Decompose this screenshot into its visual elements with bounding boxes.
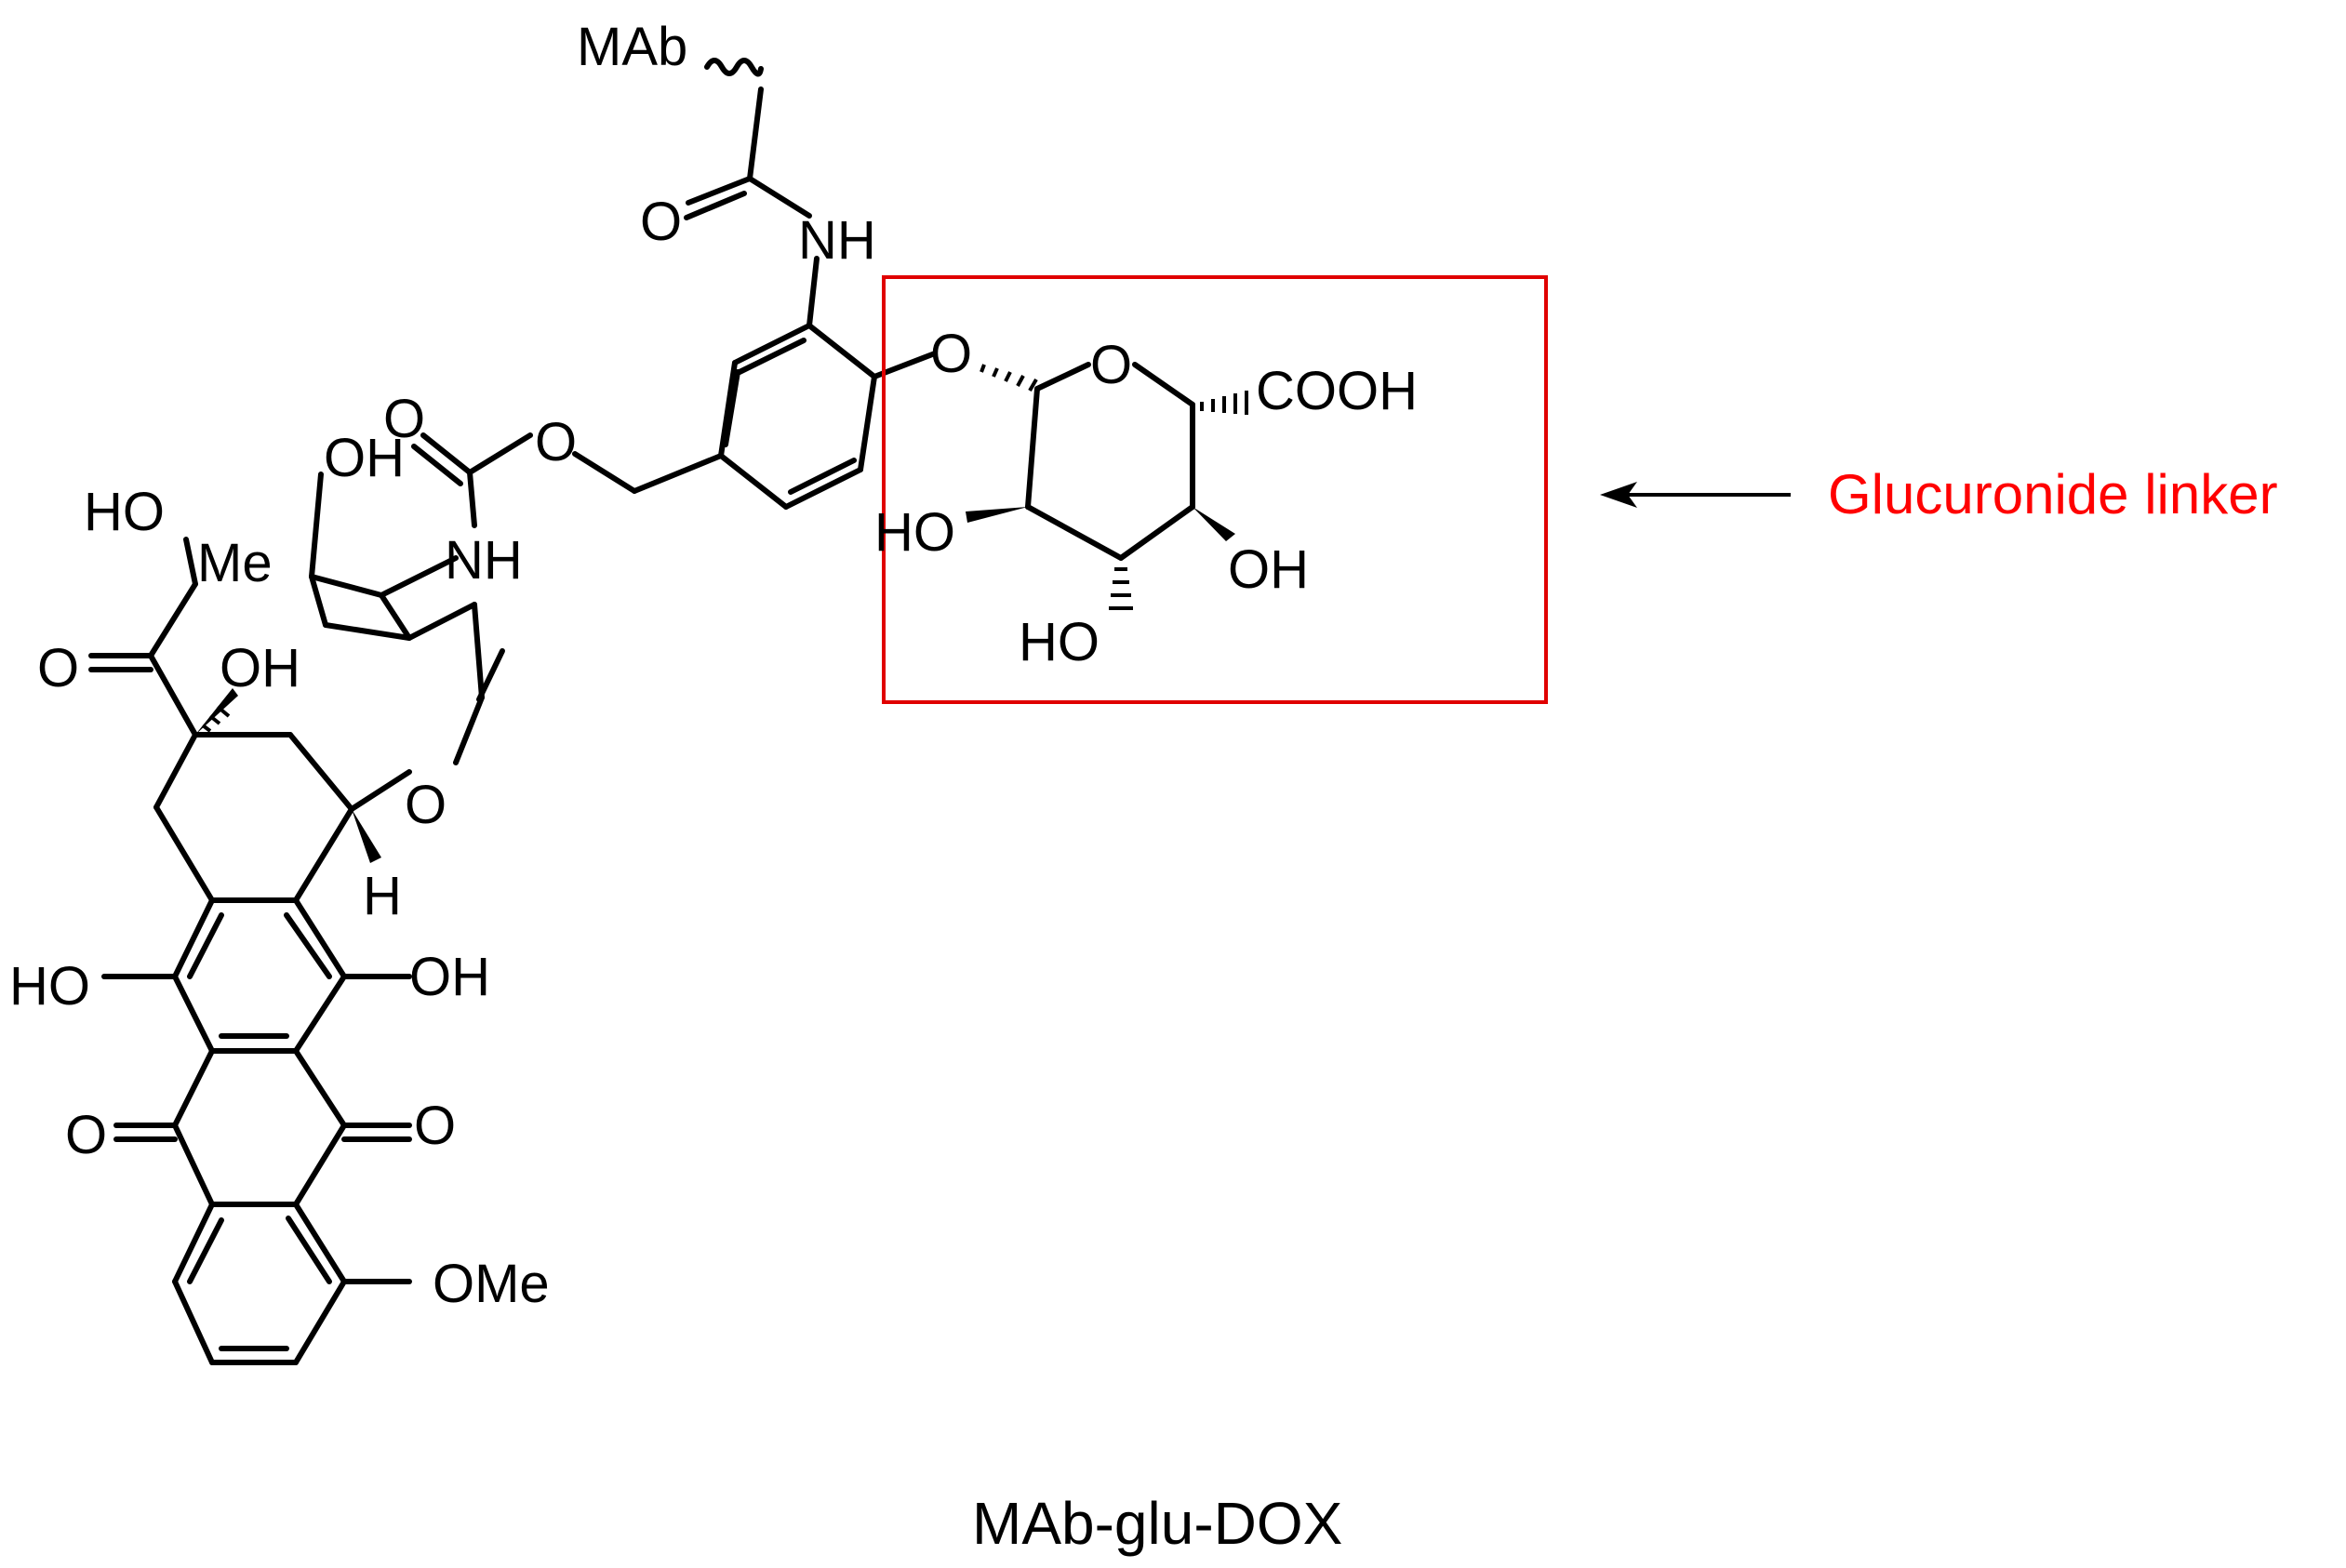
ring-b bbox=[101, 897, 412, 1054]
glucuronide-highlight-box bbox=[882, 275, 1548, 704]
atom-sugar-oh: OH bbox=[324, 428, 405, 488]
carbamate-group bbox=[411, 432, 533, 528]
amide-carbonyl-bond bbox=[686, 176, 753, 206]
atom-c4-oh: OH bbox=[1228, 539, 1309, 600]
atom-c2-ho: HO bbox=[874, 502, 955, 563]
atom-carbamate-carbonyl-o: O bbox=[383, 389, 425, 449]
daunosamine-ring bbox=[309, 472, 505, 812]
hydroxyacetyl-side-chain bbox=[88, 537, 198, 737]
mab-linker-chain bbox=[684, 58, 820, 328]
atom-carbamate-nh: NH bbox=[445, 530, 523, 591]
callout-label: Glucuronide linker bbox=[1828, 463, 2278, 525]
atom-c3-ho: HO bbox=[1019, 612, 1100, 672]
atom-methoxy: OMe bbox=[433, 1254, 550, 1314]
ring-a bbox=[153, 688, 381, 903]
atom-glycosidic-o: O bbox=[930, 324, 972, 384]
glucuronide-ring bbox=[966, 362, 1248, 610]
atom-quinone-left-o: O bbox=[65, 1105, 107, 1165]
atom-quinone-right-o: O bbox=[414, 1096, 456, 1156]
atom-c7-h: H bbox=[363, 866, 402, 926]
figure-caption: MAb-glu-DOX bbox=[972, 1490, 1342, 1557]
atom-right-oh: OH bbox=[409, 947, 490, 1007]
ring-d bbox=[172, 1202, 412, 1365]
callout-arrow bbox=[1600, 482, 1791, 508]
atom-ketone-o: O bbox=[37, 638, 79, 698]
atom-amide-nh: NH bbox=[798, 210, 876, 271]
atom-c9-oh: OH bbox=[220, 638, 300, 698]
atom-amide-o: O bbox=[640, 192, 682, 252]
atom-methyl: Me bbox=[197, 533, 273, 593]
atom-side-chain-ho: HO bbox=[84, 482, 165, 542]
atom-left-ho: HO bbox=[9, 956, 90, 1017]
atom-ring-o: O bbox=[405, 775, 447, 835]
atom-cooh: COOH bbox=[1256, 361, 1418, 421]
wavy-attachment-bond bbox=[704, 58, 764, 77]
atom-carbamate-ester-o: O bbox=[535, 412, 577, 472]
atom-mab: MAb bbox=[577, 17, 687, 77]
benzyl-ring bbox=[572, 323, 938, 510]
atom-pyranose-o: O bbox=[1090, 335, 1132, 395]
ring-c bbox=[113, 1048, 412, 1207]
